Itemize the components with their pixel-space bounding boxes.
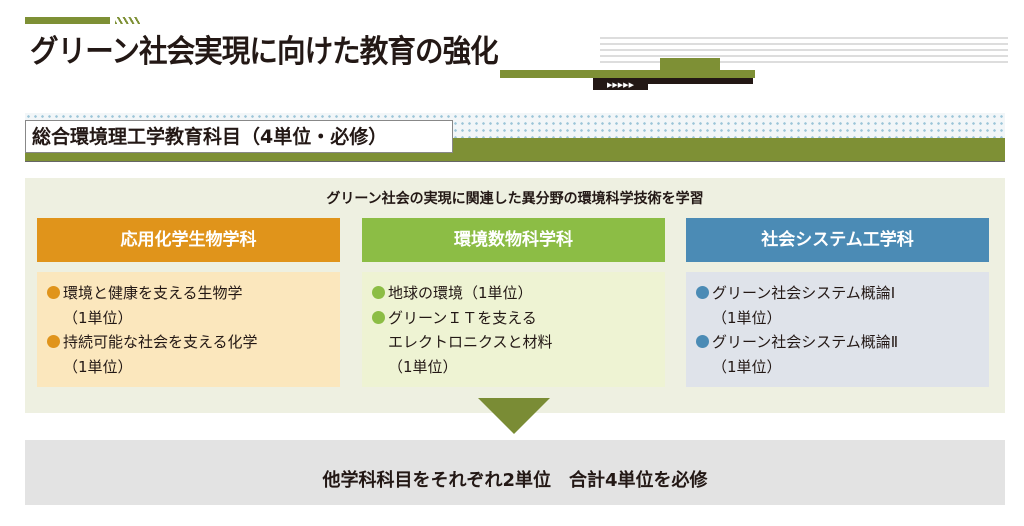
course-units: （1単位） — [712, 308, 782, 327]
course-list: グリーン社会システム概論Ⅰ （1単位） グリーン社会システム概論Ⅱ （1単位） — [686, 272, 989, 387]
list-item: グリーン社会システム概論Ⅰ — [696, 281, 989, 306]
bullet-icon — [696, 335, 709, 348]
requirement-summary: 他学科科目をそれぞれ2単位 合計4単位を必修 — [25, 440, 1005, 505]
course-list: 地球の環境（1単位） グリーンＩＴを支える エレクトロニクスと材料 （1単位） — [362, 272, 665, 387]
section-header-label: 総合環境理工学教育科目（4単位・必修） — [25, 120, 453, 153]
course-name: グリーン社会システム概論Ⅱ — [712, 333, 899, 351]
down-arrow-icon — [478, 398, 550, 434]
bullet-icon — [372, 286, 385, 299]
list-item: グリーン社会システム概論Ⅱ — [696, 330, 989, 355]
course-name: グリーンＩＴを支える — [388, 308, 537, 327]
bullet-icon — [47, 286, 60, 299]
panel-subtitle: グリーン社会の実現に関連した異分野の環境科学技術を学習 — [326, 191, 704, 207]
department-header-env-math-physics: 環境数物科学科 — [362, 218, 665, 262]
course-list: 環境と健康を支える生物学 （1単位） 持続可能な社会を支える化学 （1単位） — [37, 272, 340, 387]
course-name: 持続可能な社会を支える化学 — [63, 333, 258, 351]
course-units: （1単位） — [712, 357, 782, 376]
title-accent — [25, 17, 110, 24]
page-title: グリーン社会実現に向けた教育の強化 — [30, 34, 499, 70]
course-units: （1単位） — [388, 357, 458, 376]
section-header: 総合環境理工学教育科目（4単位・必修） — [25, 113, 1005, 162]
bullet-icon — [47, 335, 60, 348]
department-header-applied-chem-bio: 応用化学生物学科 — [37, 218, 340, 262]
list-item: 持続可能な社会を支える化学 — [47, 330, 340, 355]
list-item: グリーンＩＴを支える — [372, 306, 665, 331]
course-name: 環境と健康を支える生物学 — [63, 284, 243, 302]
title-accent-stripes — [115, 17, 140, 24]
course-name: 地球の環境（1単位） — [388, 284, 533, 302]
bullet-icon — [696, 286, 709, 299]
course-units: （1単位） — [63, 308, 133, 327]
bullet-icon — [372, 310, 385, 324]
course-name: グリーン社会システム概論Ⅰ — [712, 284, 896, 302]
course-name-cont: エレクトロニクスと材料 — [388, 333, 553, 351]
list-item: 環境と健康を支える生物学 — [47, 281, 340, 306]
list-item: 地球の環境（1単位） — [372, 281, 665, 306]
departments-panel: グリーン社会の実現に関連した異分野の環境科学技術を学習 応用化学生物学科 環境数… — [25, 178, 1005, 413]
department-header-social-systems: 社会システム工学科 — [686, 218, 989, 262]
course-units: （1単位） — [63, 357, 133, 376]
